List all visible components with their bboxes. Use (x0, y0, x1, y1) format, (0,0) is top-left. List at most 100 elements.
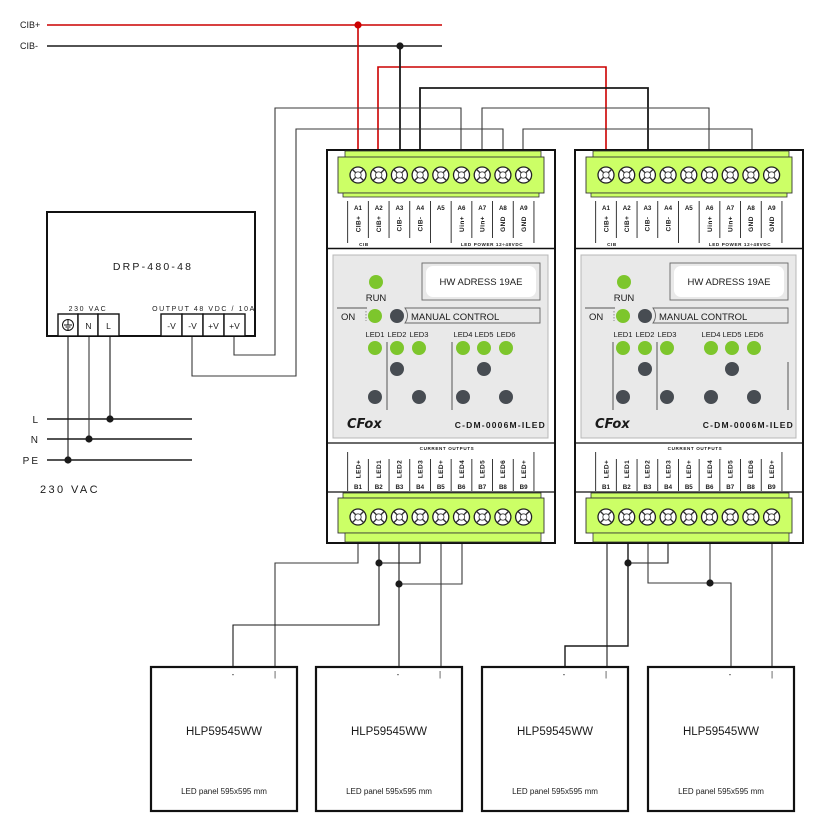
screw-center (499, 171, 507, 179)
screw-slot (496, 511, 509, 523)
led-channel-label: LED4 (454, 330, 473, 339)
led-channel-label: LED6 (745, 330, 764, 339)
psu-input-terminal (97, 313, 120, 337)
screw-head (618, 508, 636, 526)
terminal-signal-label: CIB- (417, 217, 424, 232)
panel-minus-terminal-label: - (397, 670, 400, 679)
led-channel-indicator (390, 341, 404, 355)
led-channel-label: LED4 (702, 330, 721, 339)
screw-slot (744, 169, 757, 181)
psu-input-label: 230 VAC (69, 306, 108, 313)
terminal-id-label: A3 (395, 205, 403, 212)
cib-plus-label: CIB+ (20, 20, 40, 30)
screw-head (411, 508, 429, 526)
led-channel-label: LED3 (658, 330, 677, 339)
terminal-id-label: B8 (499, 484, 507, 491)
manual-down-button (660, 390, 674, 404)
run-led (617, 275, 631, 289)
screw-head (494, 508, 512, 526)
terminal-id-label: A2 (623, 205, 631, 212)
screw-center (747, 171, 755, 179)
top-terminal-block (585, 150, 793, 198)
terminal-screw (597, 508, 615, 526)
screw-center (705, 171, 714, 179)
panel-model-label: HLP59545WW (683, 726, 759, 738)
bottom-terminal-block (585, 492, 793, 543)
manual-down-button (412, 390, 426, 404)
panel-plus-terminal-label: | (439, 670, 441, 679)
brand-logo: CFox (595, 417, 630, 432)
terminal-id-label: A5 (685, 205, 693, 212)
terminal-screw (390, 508, 409, 526)
screw-slot (703, 169, 716, 181)
ground-icon-bars (64, 320, 72, 330)
manual-control-frame (652, 307, 789, 324)
screw-slot (724, 511, 737, 523)
ground-icon (62, 319, 74, 331)
led-channel-indicator (725, 341, 739, 355)
led-channel-label: LED1 (614, 330, 633, 339)
terminal-signal-label: CIB+ (603, 216, 610, 233)
manual-control-button (390, 309, 404, 323)
terminal-id-label: A9 (768, 205, 776, 212)
screw-slot (765, 169, 778, 181)
terminal-screw (349, 166, 367, 184)
terminal-screw (742, 166, 760, 184)
screw-slot (682, 511, 695, 523)
terminal-screw (452, 166, 471, 184)
screw-head (680, 166, 698, 184)
gnd-link-wire (522, 128, 753, 152)
uin-plus-link-wire (481, 107, 710, 152)
m1-led3-wire (379, 542, 421, 564)
panel-description-label: LED panel 595x595 mm (181, 787, 267, 796)
panel-description-label: LED panel 595x595 mm (512, 787, 598, 796)
led-channel-label: LED1 (366, 330, 385, 339)
terminal-id-label: B4 (664, 484, 672, 491)
led-panel-body (646, 665, 796, 813)
hw-address-display (674, 266, 784, 297)
screw-center (437, 513, 445, 521)
hw-address-frame (421, 262, 541, 301)
screw-center (354, 513, 362, 521)
screw-center (767, 171, 776, 179)
terminal-id-label: A2 (375, 205, 383, 212)
on-led (616, 309, 630, 323)
screw-slot (455, 169, 468, 181)
on-label: ON (589, 312, 603, 323)
screw-head (742, 166, 760, 184)
screw-center (478, 171, 486, 179)
m2-led1-led3-junction (624, 559, 632, 567)
screw-head (742, 508, 760, 526)
terminal-signal-label: LED+ (521, 460, 528, 478)
led-channel-indicator (747, 341, 761, 355)
psu-input-terminal-label: L (106, 321, 111, 331)
terminal-id-label: A6 (706, 205, 714, 212)
terminal-id-label: A5 (437, 205, 445, 212)
terminal-signal-label: LED5 (728, 460, 735, 478)
screw-center (457, 513, 466, 521)
screw-head (390, 166, 409, 184)
screw-head (680, 508, 698, 526)
terminal-screw (680, 508, 698, 526)
panel-minus-terminal-label: - (563, 670, 566, 679)
terminal-screw (370, 508, 388, 526)
screw-center (685, 171, 693, 179)
terminal-signal-label: GND (748, 216, 755, 232)
terminal-screw (494, 166, 512, 184)
screw-slot (393, 511, 406, 523)
terminal-id-label: B3 (643, 484, 651, 491)
terminal-screw (721, 166, 739, 184)
m2-led2-led4-junction (706, 579, 714, 587)
terminal-signal-label: LED4 (707, 460, 714, 478)
led-channel-indicator (660, 341, 674, 355)
manual-control-button (638, 309, 652, 323)
manual-up-button (725, 362, 739, 376)
terminal-signal-label: LED5 (480, 460, 487, 478)
led-channel-indicator (456, 341, 470, 355)
